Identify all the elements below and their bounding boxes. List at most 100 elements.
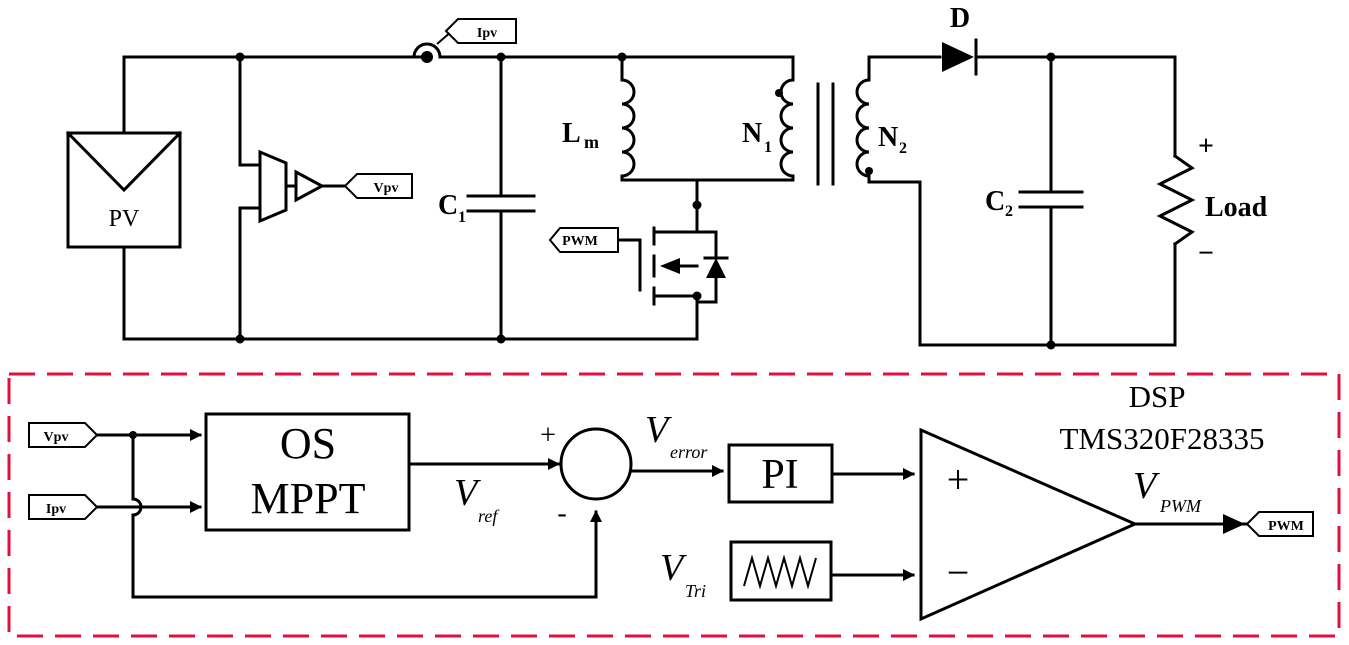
load-resistor: Load + − <box>1049 55 1268 347</box>
lm-bottom-lead <box>620 174 699 182</box>
c2-label: C <box>985 186 1005 217</box>
pwm-output-tag <box>1245 511 1314 537</box>
buffer-amp-icon <box>294 169 326 203</box>
ipv-tag-label: Ipv <box>477 26 497 41</box>
vpv-tag <box>343 173 413 199</box>
d-label: D <box>950 3 970 34</box>
junction-dot <box>1046 340 1056 350</box>
mosfet-switch: PWM <box>548 178 729 341</box>
transformer-core <box>816 82 835 186</box>
ipv-input-label: Ipv <box>46 502 66 517</box>
n2-polarity-dot <box>865 167 873 175</box>
body-diode-bottom <box>695 276 718 304</box>
bottom-rail-primary <box>122 245 699 341</box>
load-plus: + <box>1198 131 1214 162</box>
vpwm-subscript: PWM <box>1159 496 1202 516</box>
vpv-feedback-arrow <box>131 510 602 599</box>
sum-minus-sign: - <box>557 498 566 529</box>
vpv-input-label: Vpv <box>44 430 69 445</box>
pv-label: PV <box>109 206 140 232</box>
vpv-input-tag <box>28 422 99 448</box>
winding-n1: N 1 <box>695 55 795 182</box>
n2-bottom-lead <box>867 174 1053 347</box>
comparator <box>919 427 1139 622</box>
body-arrow-icon <box>660 258 680 274</box>
current-sensor-dot <box>421 51 433 63</box>
pwm-gate-label: PWM <box>562 234 598 249</box>
comparator-minus-sign: − <box>947 550 970 595</box>
dsp-controller: DSP TMS320F28335 Vpv Ipv OS MPPT V ref +… <box>7 372 1341 638</box>
dsp-border <box>7 372 1341 638</box>
dsp-model: TMS320F28335 <box>1060 421 1265 456</box>
load-zigzag <box>1156 153 1196 247</box>
load-minus: − <box>1198 238 1214 269</box>
lm-subscript: m <box>584 132 599 152</box>
body-diode-top <box>695 230 718 258</box>
vsense-bottom-lead <box>238 206 262 341</box>
load-bottom-lead <box>1049 242 1177 347</box>
ipv-input-tag <box>28 494 99 520</box>
n2-subscript: 2 <box>899 140 907 157</box>
ipv-tag <box>444 18 517 44</box>
junction-dot <box>692 200 702 210</box>
voltage-sensor: Vpv <box>238 55 413 341</box>
capacitor-c2: C 2 <box>985 55 1084 347</box>
diff-amp-icon <box>258 149 288 224</box>
mppt-line2: MPPT <box>251 474 366 523</box>
comparator-plus-sign: + <box>947 457 970 502</box>
c1-label: C <box>438 190 458 221</box>
junction-dot <box>496 334 506 344</box>
verror-label: V <box>645 409 672 451</box>
summing-junction <box>559 427 633 501</box>
load-label: Load <box>1205 192 1268 223</box>
mppt-block <box>204 412 411 532</box>
vsense-top-lead <box>238 55 262 167</box>
vref-subscript: ref <box>478 506 500 526</box>
junction-dot <box>617 52 627 62</box>
junction-dot <box>235 334 245 344</box>
inductor-lm: L m <box>562 55 699 182</box>
diode-d: D <box>942 3 1177 76</box>
pi-label: PI <box>761 452 798 498</box>
n1-subscript: 1 <box>764 139 772 156</box>
capacitor-c1: C 1 <box>438 55 536 341</box>
mppt-line1: OS <box>280 419 336 468</box>
pi-block <box>727 443 834 504</box>
junction-dot <box>235 52 245 62</box>
winding-n2: N 2 <box>855 55 1053 347</box>
junction-dot <box>692 291 702 301</box>
sum-plus-sign: + <box>540 420 556 451</box>
n1-coil <box>779 78 795 178</box>
pwm-output-label: PWM <box>1268 519 1304 534</box>
current-sensor-loop <box>412 42 442 59</box>
pv-panel: PV <box>65 130 183 249</box>
vpv-tag-label: Vpv <box>374 181 399 196</box>
n1-label: N <box>742 118 762 149</box>
lm-coil <box>620 78 636 178</box>
junction-dot <box>1046 52 1056 62</box>
n2-label: N <box>878 122 898 153</box>
n1-polarity-dot <box>775 89 783 97</box>
c2-subscript: 2 <box>1005 203 1013 220</box>
verror-subscript: error <box>670 442 708 462</box>
c1-subscript: 1 <box>458 209 466 226</box>
triangle-wave-icon <box>743 554 817 590</box>
n1-bottom-lead <box>695 174 795 182</box>
junction-dots <box>235 52 1056 350</box>
power-stage: PV Ipv Vpv <box>65 3 1268 350</box>
vpwm-label: V <box>1133 465 1160 507</box>
dsp-title: DSP <box>1129 379 1186 414</box>
vpwm-arrowhead <box>1223 514 1245 534</box>
junction-dot <box>496 52 506 62</box>
pwm-gate-tag <box>548 227 619 253</box>
pv-top-wire <box>122 55 422 135</box>
pv-panel-symbol <box>65 130 183 193</box>
body-diode-icon <box>706 258 726 278</box>
diode-triangle <box>942 42 974 72</box>
n2-top-lead <box>867 55 942 82</box>
n2-coil <box>855 78 871 178</box>
vtri-subscript: Tri <box>685 581 706 601</box>
current-sensor: Ipv <box>412 18 782 63</box>
lm-label: L <box>562 118 581 149</box>
